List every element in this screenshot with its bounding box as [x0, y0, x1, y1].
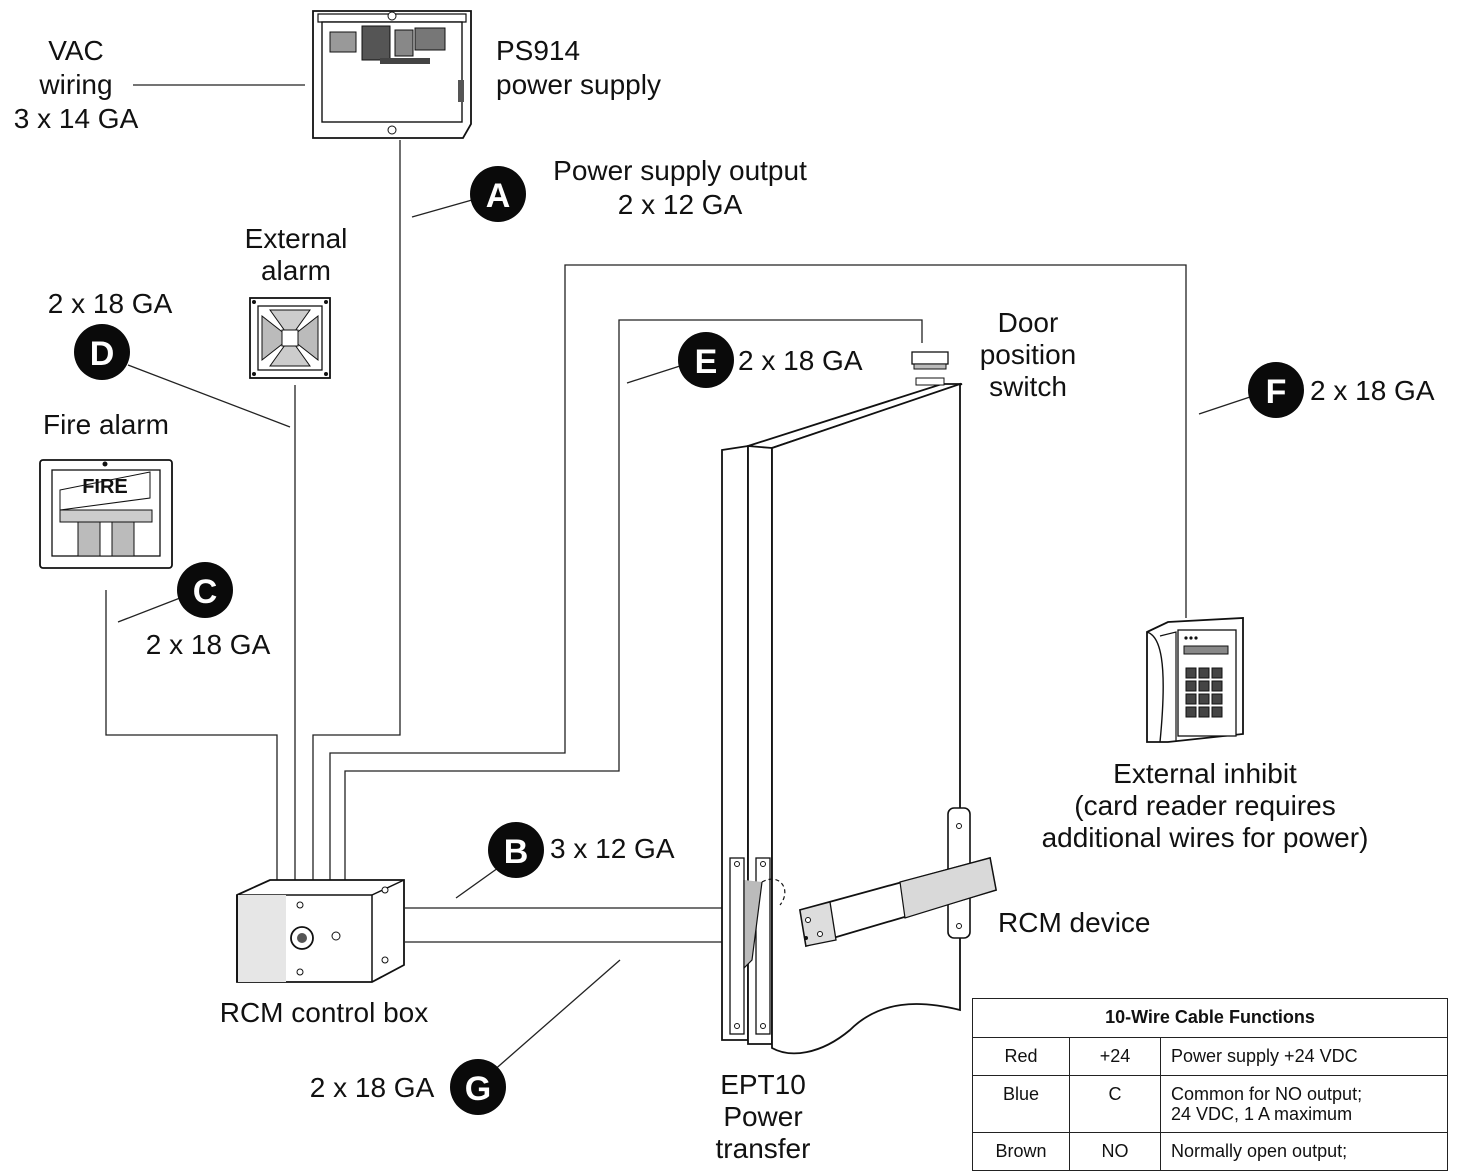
wire-c — [105, 590, 278, 885]
badge-c-text: C — [193, 573, 218, 611]
svg-text:3 x 14 GA: 3 x 14 GA — [14, 103, 139, 134]
badge-g: G — [450, 1059, 506, 1115]
external-alarm-label: External alarm — [245, 223, 348, 286]
external-alarm-icon — [249, 297, 331, 379]
gauge-f-label: 2 x 18 GA — [1310, 375, 1435, 406]
badge-e-text: E — [695, 343, 718, 381]
badge-d: D — [74, 324, 130, 380]
wire-f — [329, 264, 1187, 885]
leader-e — [626, 365, 681, 384]
svg-text:additional wires for power): additional wires for power) — [1042, 822, 1369, 853]
gauge-d-label: 2 x 18 GA — [48, 288, 173, 319]
badge-b: B — [488, 822, 544, 878]
badge-g-text: G — [465, 1070, 491, 1108]
door-icon — [721, 351, 998, 1055]
svg-text:position: position — [980, 339, 1077, 370]
svg-text:switch: switch — [989, 371, 1067, 402]
ept10-label: EPT10 Power transfer — [716, 1069, 811, 1163]
badge-c: C — [177, 562, 233, 618]
svg-text:2 x 12 GA: 2 x 12 GA — [618, 189, 743, 220]
wire-e — [344, 319, 923, 885]
fire-sign-text: FIRE — [82, 476, 128, 498]
leader-a — [411, 199, 473, 218]
svg-text:Power supply output: Power supply output — [553, 155, 807, 186]
external-inhibit-label: External inhibit (card reader requires a… — [1042, 758, 1369, 853]
wire-code-cell: +24 — [1069, 1037, 1161, 1076]
svg-text:power supply: power supply — [496, 69, 661, 100]
badge-e: E — [678, 332, 734, 388]
ept-plate-left — [729, 857, 745, 1035]
svg-text:EPT10: EPT10 — [720, 1069, 806, 1100]
badge-f: F — [1248, 362, 1304, 418]
svg-text:External: External — [245, 223, 348, 254]
leader-f — [1198, 396, 1251, 415]
card-reader-icon — [1146, 617, 1244, 743]
fire-alarm-label: Fire alarm — [43, 409, 169, 440]
wire-function-cell: Power supply +24 VDC — [1160, 1037, 1448, 1076]
svg-text:wiring: wiring — [38, 69, 112, 100]
wire-color-cell: Blue — [972, 1075, 1070, 1133]
power-supply-label: PS914 power supply — [496, 35, 661, 100]
wire-code-cell: NO — [1069, 1132, 1161, 1171]
wire-a — [312, 140, 401, 885]
cable-functions-table: 10-Wire Cable Functions Red +24 Power su… — [972, 998, 1448, 1171]
svg-text:Door: Door — [998, 307, 1059, 338]
badge-d-text: D — [90, 335, 115, 373]
badge-f-text: F — [1266, 373, 1287, 411]
wire-color-cell: Red — [972, 1037, 1070, 1076]
svg-text:transfer: transfer — [716, 1133, 811, 1163]
svg-text:VAC: VAC — [48, 35, 104, 66]
svg-text:(card reader requires: (card reader requires — [1074, 790, 1335, 821]
badge-b-text: B — [504, 833, 529, 871]
door-switch-label: Door position switch — [980, 307, 1077, 402]
fire-alarm-icon: FIRE — [39, 459, 173, 569]
leader-b — [455, 867, 499, 899]
badge-a: A — [470, 166, 526, 222]
leader-g — [491, 959, 621, 1073]
svg-text:Power: Power — [723, 1101, 802, 1132]
svg-text:External inhibit: External inhibit — [1113, 758, 1297, 789]
gauge-c-label: 2 x 18 GA — [146, 629, 271, 660]
rcm-control-box-icon — [236, 879, 405, 983]
wire-code-cell: C — [1069, 1075, 1161, 1133]
wire-function-cell: Normally open output; — [1160, 1132, 1448, 1171]
wire-function-cell: Common for NO output;24 VDC, 1 A maximum — [1160, 1075, 1448, 1133]
gauge-e-label: 2 x 18 GA — [738, 345, 863, 376]
rcm-device-label: RCM device — [998, 907, 1150, 938]
table-row: Blue C Common for NO output;24 VDC, 1 A … — [972, 1075, 1448, 1133]
vac-wiring-label: VAC wiring 3 x 14 GA — [14, 35, 139, 134]
power-output-label: Power supply output 2 x 12 GA — [553, 155, 807, 220]
leader-c — [117, 597, 181, 623]
table-row: Red +24 Power supply +24 VDC — [972, 1037, 1448, 1076]
svg-text:PS914: PS914 — [496, 35, 580, 66]
gauge-b-label: 3 x 12 GA — [550, 833, 675, 864]
rcm-control-box-label: RCM control box — [220, 997, 429, 1028]
wire-color-cell: Brown — [972, 1132, 1070, 1171]
table-row: Brown NO Normally open output; — [972, 1132, 1448, 1171]
badge-a-text: A — [486, 177, 511, 215]
wires — [105, 84, 1251, 1073]
svg-text:alarm: alarm — [261, 255, 331, 286]
leader-d — [127, 364, 291, 428]
table-title: 10-Wire Cable Functions — [972, 998, 1448, 1038]
door-switch-magnet — [911, 351, 949, 365]
power-supply-icon — [312, 10, 472, 139]
gauge-g-label: 2 x 18 GA — [310, 1072, 435, 1103]
